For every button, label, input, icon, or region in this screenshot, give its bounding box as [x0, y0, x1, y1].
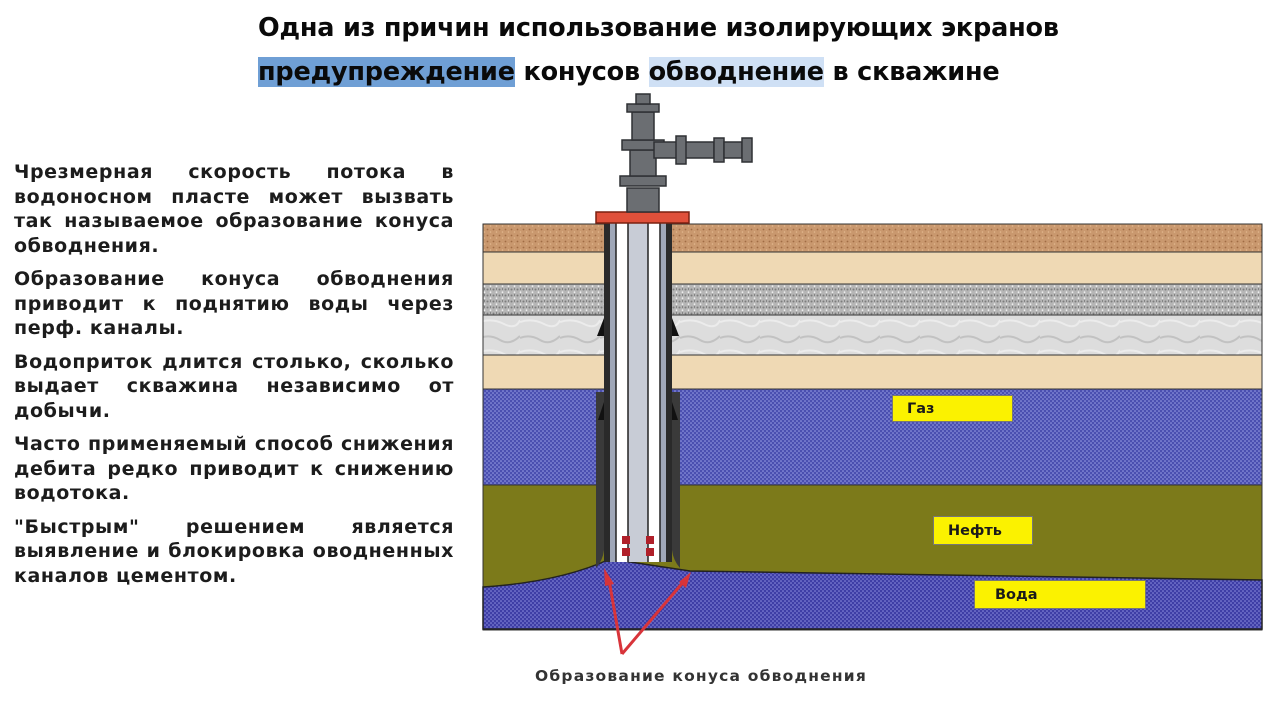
text-column: Чрезмерная скорость потока в водоносном …	[14, 160, 454, 597]
wellhead-icon	[619, 93, 753, 213]
title-line-1: Одна из причин использование изолирующих…	[258, 13, 1059, 43]
title-text-well: в скважине	[823, 57, 1000, 87]
water-label-text: Вода	[995, 586, 1038, 603]
title-text-cones: конусов	[514, 57, 649, 87]
layer-sand-lower	[482, 354, 1263, 390]
layer-sand-upper	[482, 251, 1263, 285]
layer-gravel	[482, 283, 1263, 316]
paragraph-water-inflow: Водоприток длится столько, сколько выдае…	[14, 350, 454, 422]
paragraph-flow-rate: Чрезмерная скорость потока в водоносном …	[14, 161, 454, 257]
water-zone	[482, 558, 1263, 630]
cone-pointer-arrows	[604, 568, 691, 655]
layer-topsoil	[482, 223, 1263, 253]
oil-label-text: Нефть	[948, 522, 1002, 539]
paragraph-quick-solution: "Быстрым" решением является выявление и …	[14, 515, 454, 587]
title-highlight-warning: предупреждение	[258, 57, 515, 87]
water-label: Вода	[974, 580, 1146, 609]
diagram-caption: Образование конуса обводнения	[535, 667, 867, 685]
gas-label-text: Газ	[907, 400, 935, 417]
oil-label: Нефть	[933, 516, 1033, 545]
title-highlight-watering: обводнение	[648, 57, 824, 87]
casing-head-flange	[595, 211, 690, 224]
slide-title: Одна из причин использование изолирующих…	[258, 6, 1258, 94]
wellbore	[596, 222, 680, 568]
paragraph-rate-reduction: Часто применяемый способ снижения дебита…	[14, 433, 454, 504]
paragraph-cone-formation: Образование конуса обводнения приводит к…	[14, 268, 454, 339]
gas-label: Газ	[892, 395, 1013, 422]
title-line-2: предупреждение конусов обводнение в сква…	[258, 50, 1258, 94]
